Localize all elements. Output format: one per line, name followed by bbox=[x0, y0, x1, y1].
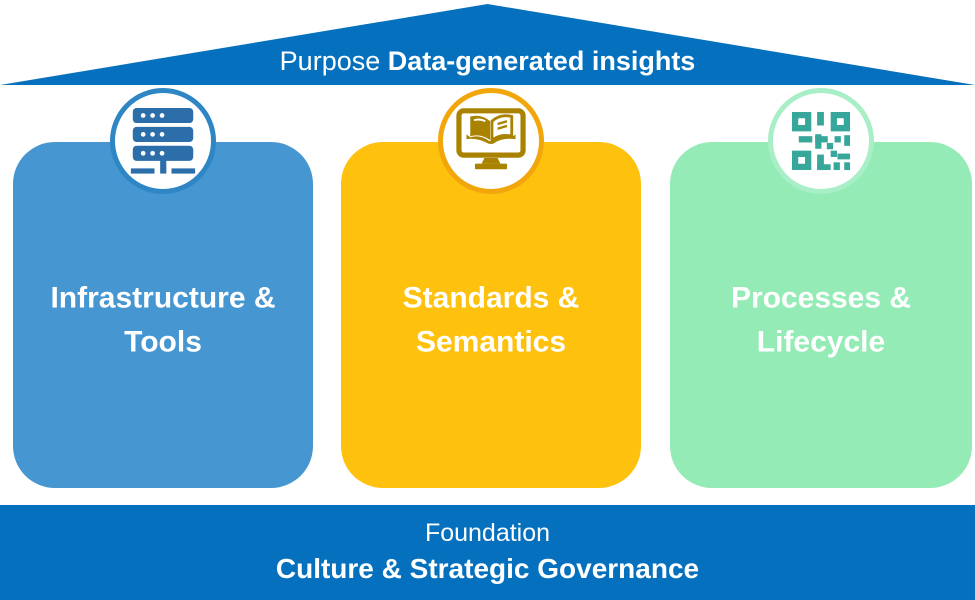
foundation-label: Foundation bbox=[424, 519, 551, 547]
roof-text: Purpose Data-generated insights bbox=[0, 46, 975, 76]
monitor-book-icon-badge bbox=[438, 88, 544, 194]
pillar-title-infrastructure-tools: Infrastructure & Tools bbox=[50, 281, 276, 359]
pillar-title-standards-semantics: Standards & Semantics bbox=[402, 281, 580, 359]
pillar-processes-lifecycle: Processes & Lifecycle bbox=[670, 88, 972, 488]
roof-purpose-banner: Purpose Data-generated insights bbox=[0, 4, 975, 85]
monitor-book-icon bbox=[456, 108, 526, 170]
roof-label: Purpose bbox=[279, 46, 381, 76]
roof-title: Data-generated insights bbox=[387, 46, 696, 76]
foundation-banner: Foundation Culture & Strategic Governanc… bbox=[0, 505, 975, 600]
pillar-infrastructure-tools: Infrastructure & Tools bbox=[13, 88, 313, 488]
server-icon-badge bbox=[110, 88, 216, 194]
qr-code-icon-badge bbox=[768, 88, 874, 194]
foundation-title: Culture & Strategic Governance bbox=[275, 553, 700, 584]
server-icon bbox=[130, 107, 196, 174]
pillar-title-processes-lifecycle: Processes & Lifecycle bbox=[730, 281, 912, 359]
qr-code-icon bbox=[791, 111, 851, 171]
pillar-standards-semantics: Standards & Semantics bbox=[341, 88, 641, 488]
